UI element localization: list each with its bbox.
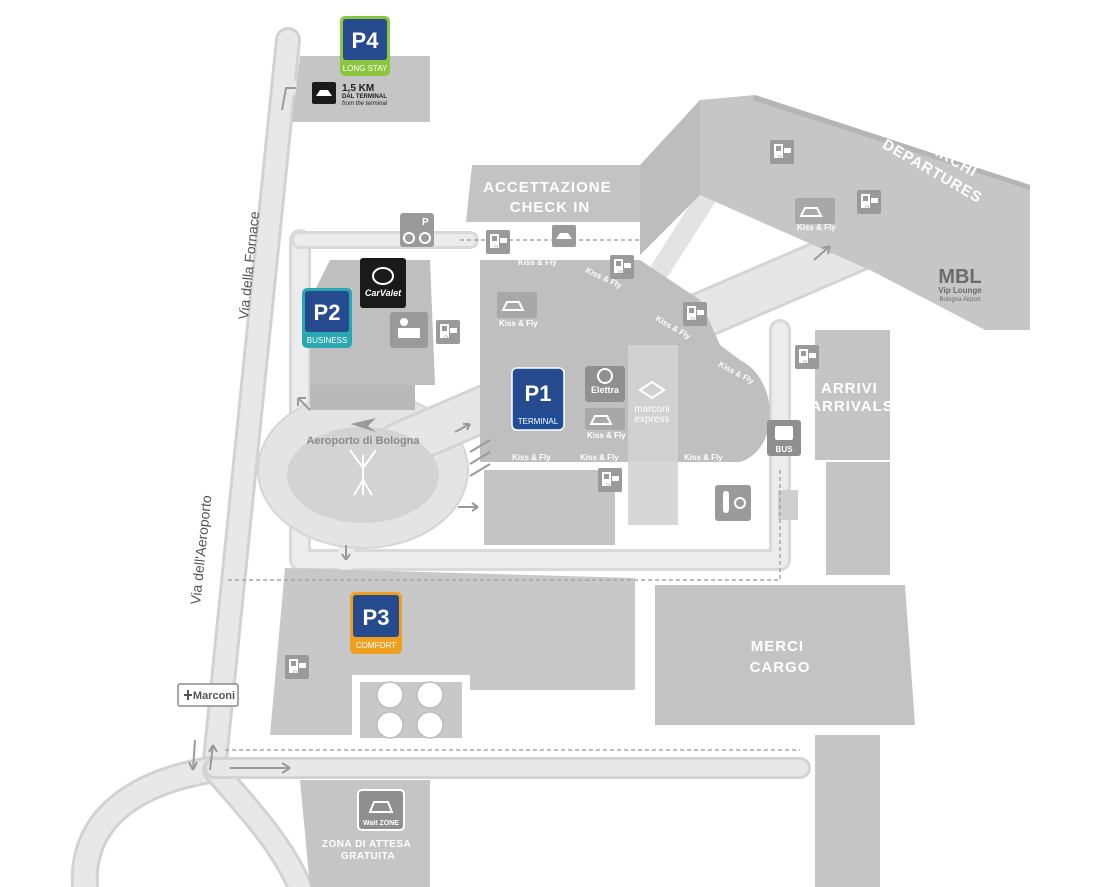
- svg-text:1,5 KM: 1,5 KM: [342, 83, 374, 94]
- svg-text:Kiss & Fly: Kiss & Fly: [797, 223, 836, 232]
- parking-p4[interactable]: P4 LONG STAY: [340, 16, 390, 76]
- svg-text:Kiss & Fly: Kiss & Fly: [587, 431, 626, 440]
- wait-zone-icon: Wait ZONE: [357, 789, 405, 831]
- svg-text:P2: P2: [314, 300, 341, 325]
- plane-icon: [350, 418, 376, 432]
- kiss-fly-label: Kiss & Fly: [518, 258, 557, 267]
- svg-text:BUS: BUS: [776, 445, 794, 454]
- fuel-tanks: [376, 681, 444, 739]
- marconi-express-icon: marconi express: [634, 380, 670, 425]
- svg-text:P3: P3: [363, 605, 390, 630]
- svg-text:BUSINESS: BUSINESS: [307, 336, 347, 345]
- motorbike-parking-icon: P: [400, 213, 434, 247]
- kiss-fly-icon: Kiss & Fly: [497, 292, 538, 328]
- kiss-fly-icon: Kiss & Fly: [585, 408, 626, 440]
- tree-icon: [349, 449, 377, 496]
- svg-text:P1: P1: [525, 381, 552, 406]
- elettra-icon: Elettra: [585, 366, 625, 402]
- kiss-fly-label: Kiss & Fly: [684, 453, 723, 462]
- flow-arrows: [188, 87, 831, 774]
- svg-text:P4: P4: [352, 28, 380, 53]
- checkin-label: ACCETTAZIONE CHECK IN: [483, 179, 617, 216]
- parking-p3[interactable]: P3 COMFORT: [350, 592, 402, 654]
- svg-text:MBL: MBL: [938, 266, 981, 288]
- carvalet-logo-icon: CarValet: [360, 258, 406, 308]
- road-label-via-aeroporto: Via dell'Aeroporto: [187, 494, 214, 605]
- svg-text:marconi: marconi: [634, 404, 670, 415]
- svg-text:Bologna Airport: Bologna Airport: [939, 297, 980, 303]
- svg-text:TERMINAL: TERMINAL: [518, 417, 559, 426]
- svg-text:Wait ZONE: Wait ZONE: [363, 820, 399, 827]
- svg-text:Marconi: Marconi: [193, 690, 235, 702]
- svg-text:P: P: [422, 217, 429, 228]
- kiss-fly-label: Kiss & Fly: [512, 453, 551, 462]
- svg-text:CarValet: CarValet: [365, 288, 402, 298]
- cargo-label: MERCI CARGO: [750, 638, 811, 676]
- svg-text:Kiss & Fly: Kiss & Fly: [499, 319, 538, 328]
- arrivals-label: ARRIVI ARRIVALS: [810, 380, 894, 415]
- svg-text:Vip Lounge: Vip Lounge: [938, 286, 982, 295]
- car-plane-icon: [552, 225, 576, 247]
- kiss-fly-label: Kiss & Fly: [463, 278, 479, 318]
- p4-distance: 1,5 KM DAL TERMINAL from the terminal: [312, 82, 388, 107]
- kiss-fly-icon: Kiss & Fly: [795, 198, 836, 232]
- svg-text:from the terminal: from the terminal: [342, 101, 388, 107]
- roundabout-label: Aeroporto di Bologna: [306, 435, 420, 447]
- bus-icon: BUS: [767, 420, 801, 456]
- svg-text:LONG STAY: LONG STAY: [343, 64, 388, 73]
- svg-text:express: express: [634, 414, 669, 425]
- parking-p2[interactable]: P2 BUSINESS: [302, 288, 352, 348]
- parking-p1[interactable]: P1 TERMINAL: [511, 367, 565, 431]
- lab-icon: [715, 485, 751, 521]
- svg-text:Elettra: Elettra: [591, 385, 620, 395]
- kiss-fly-label: Kiss & Fly: [580, 453, 619, 462]
- marconi-sign: Marconi: [177, 683, 239, 707]
- info-desk-icon: [390, 312, 428, 348]
- svg-text:DAL TERMINAL: DAL TERMINAL: [342, 94, 387, 100]
- svg-text:COMFORT: COMFORT: [356, 641, 396, 650]
- mbl-logo: MBL Vip Lounge Bologna Airport: [938, 266, 982, 303]
- wait-zone-label: ZONA DI ATTESA GRATUITA: [322, 839, 414, 862]
